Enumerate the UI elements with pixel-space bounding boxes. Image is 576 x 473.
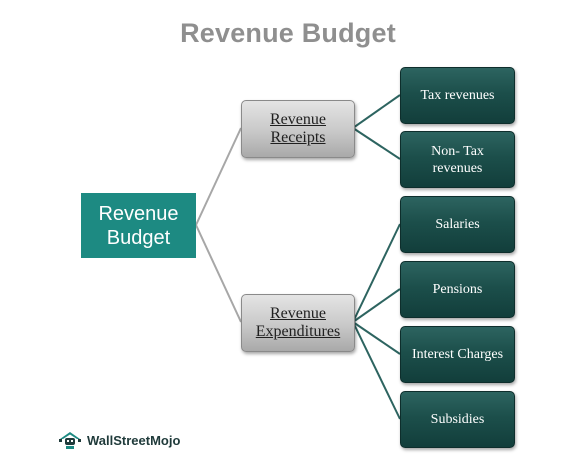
branch-expend-line1: Revenue xyxy=(270,305,326,322)
diagram-title: Revenue Budget xyxy=(180,18,396,48)
leaf-node-interest-charges: Interest Charges xyxy=(400,326,515,383)
leaf-pensions-line1: Pensions xyxy=(432,282,483,297)
leaf-node-non-tax-revenues: Non- Tax revenues xyxy=(400,131,515,188)
connector-expend-pensions xyxy=(352,288,401,323)
wallstreetmojo-logo-icon xyxy=(59,432,81,449)
leaf-node-tax-revenues: Tax revenues xyxy=(400,67,515,124)
branch-expend-line2: Expenditures xyxy=(255,323,341,340)
connector-receipts-nontax xyxy=(352,127,401,160)
connector-root-expenditures xyxy=(195,224,242,323)
branch-node-revenue-receipts: Revenue Receipts xyxy=(241,100,355,158)
leaf-node-salaries: Salaries xyxy=(400,196,515,253)
connector-expend-interest xyxy=(352,321,401,355)
root-node-revenue-budget: Revenue Budget xyxy=(81,193,196,258)
leaf-tax-line1: Tax revenues xyxy=(420,88,495,103)
connector-expend-subsidies xyxy=(352,321,401,420)
leaf-nontax-line2: revenues xyxy=(432,160,483,176)
branch-receipts-line1: Revenue xyxy=(270,111,326,128)
logo-text: WallStreetMojo xyxy=(87,432,181,448)
leaf-subsidies-line1: Subsidies xyxy=(430,412,485,427)
leaf-node-subsidies: Subsidies xyxy=(400,391,515,448)
root-line2: Budget xyxy=(106,226,171,249)
connector-expend-salaries xyxy=(352,223,401,323)
leaf-nontax-line1: Non- Tax xyxy=(431,143,484,159)
wallstreetmojo-logo: WallStreetMojo xyxy=(57,429,180,451)
connector-receipts-tax xyxy=(352,94,401,129)
root-line1: Revenue xyxy=(98,202,179,225)
leaf-node-pensions: Pensions xyxy=(400,261,515,318)
leaf-salaries-line1: Salaries xyxy=(435,217,480,232)
connector-root-receipts xyxy=(195,127,242,226)
leaf-interest-line1: Interest Charges xyxy=(411,347,504,362)
branch-receipts-line2: Receipts xyxy=(270,129,326,146)
branch-node-revenue-expenditures: Revenue Expenditures xyxy=(241,294,355,352)
